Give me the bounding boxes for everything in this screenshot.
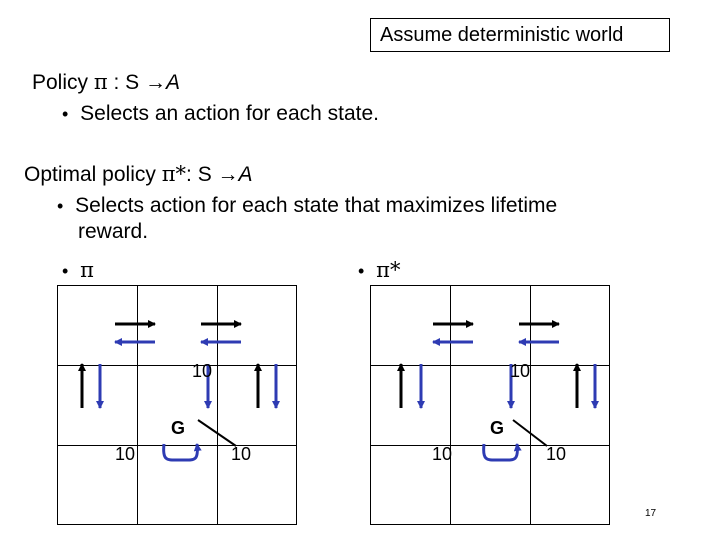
reward-arrow-icon [512, 419, 548, 447]
policy-bullet: • Selects an action for each state. [62, 102, 379, 126]
optimal-policy-heading-tail: A [238, 163, 253, 186]
policy-heading: Policy π : S →A [32, 70, 180, 95]
goal-label: G [490, 418, 505, 438]
pi-symbol: π [93, 70, 108, 94]
reward-arrow-icon [197, 419, 237, 447]
pi-star-symbol: π* [161, 162, 187, 186]
bullet-icon: • [57, 196, 64, 216]
grid-divider [450, 286, 451, 524]
optimal-policy-heading-suffix: : S [186, 163, 218, 186]
optimal-policy-bullet: • Selects action for each state that max… [57, 194, 557, 218]
reward-label: 10 [231, 444, 252, 464]
optimal-policy-bullet-line2: reward. [78, 220, 149, 243]
policy-arrows-pi-star [397, 320, 599, 462]
arrow-right-icon: → [217, 163, 239, 186]
reward-label: 10 [432, 444, 453, 464]
pi-star-symbol: π* [376, 258, 401, 282]
grid-divider [58, 445, 296, 446]
optimal-policy-heading-prefix: Optimal policy [24, 163, 162, 186]
grid-world-pi-star: 10 10 10 G [370, 285, 610, 525]
grid-divider [137, 286, 138, 524]
bullet-icon: • [62, 104, 69, 124]
policy-arrows-pi [78, 320, 280, 462]
policy-heading-tail: A [166, 71, 181, 94]
policy-heading-prefix: Policy [32, 71, 94, 94]
page-number: 17 [645, 508, 657, 519]
grid-divider [58, 365, 296, 366]
grid-pi-label: • π [62, 258, 94, 283]
pi-symbol: π [80, 258, 94, 282]
reward-label: 10 [115, 444, 136, 464]
reward-label: 10 [192, 361, 213, 381]
goal-label: G [171, 418, 186, 438]
grid-world-pi: 10 10 10 G [57, 285, 297, 525]
reward-label: 10 [546, 444, 567, 464]
grid-divider [530, 286, 531, 524]
policy-bullet-text: Selects an action for each state. [80, 102, 379, 125]
self-loop-icon [482, 443, 522, 462]
policy-heading-suffix: : S [107, 71, 146, 94]
grid-pi-star-label: • π* [358, 258, 400, 283]
grid-divider [371, 365, 609, 366]
grid-divider [217, 286, 218, 524]
bullet-icon: • [358, 261, 365, 281]
bullet-icon: • [62, 261, 69, 281]
optimal-policy-heading: Optimal policy π*: S →A [24, 162, 253, 187]
self-loop-icon [162, 443, 202, 462]
optimal-policy-bullet-line1: Selects action for each state that maxim… [75, 194, 558, 217]
grid-divider [371, 445, 609, 446]
arrow-right-icon: → [145, 71, 167, 94]
reward-label: 10 [510, 361, 531, 381]
assumption-note: Assume deterministic world [370, 18, 670, 52]
